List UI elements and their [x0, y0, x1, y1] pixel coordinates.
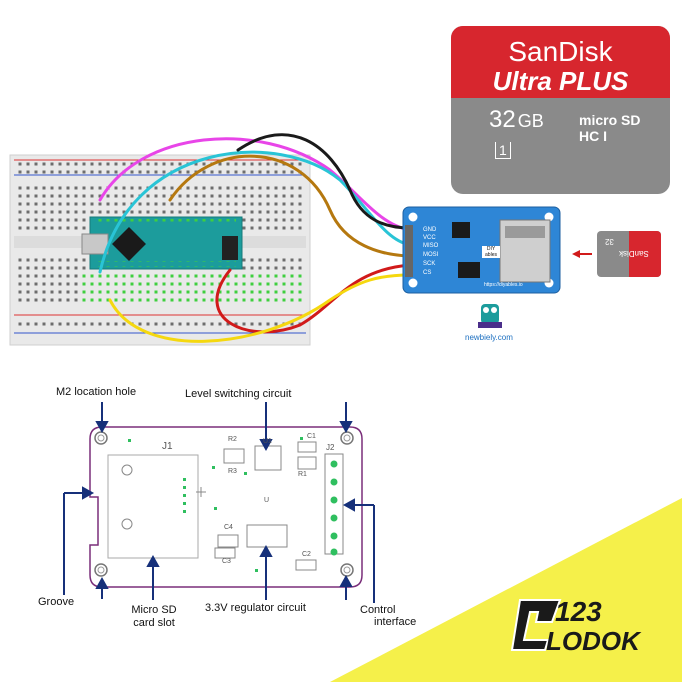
card-brand: SanDisk — [508, 36, 613, 67]
label-control-1: Control — [360, 604, 396, 616]
wire-cyan — [98, 150, 412, 274]
pin-gnd: GND — [423, 227, 437, 233]
silk-c1: C1 — [307, 433, 316, 440]
mini-card-brand: SanDisk — [619, 249, 649, 258]
sd-slot — [107, 454, 206, 559]
sd-card-module — [402, 206, 561, 294]
card-capacity-unit: GB — [517, 111, 544, 131]
j1-pins — [183, 478, 186, 513]
pin-cs: CS — [423, 270, 432, 276]
owl-mascot-icon — [478, 304, 502, 328]
wire-black — [236, 133, 412, 230]
logo-name: LODOK — [546, 626, 640, 656]
label-level-switch: Level switching circuit — [185, 388, 292, 400]
card-format: micro SD HC I — [579, 112, 641, 144]
wire-red — [215, 263, 412, 334]
silk-u: U — [264, 497, 270, 504]
silk-c3: C3 — [222, 558, 231, 565]
j2-pins — [330, 460, 338, 556]
pcb-holes-inner — [97, 434, 351, 574]
annotation-arrows — [63, 402, 375, 603]
card-capacity-number: 32 — [489, 106, 516, 133]
pin-vcc: VCC — [423, 235, 436, 241]
mini-card-red — [629, 231, 661, 277]
logo-number: 123 — [555, 596, 602, 627]
wire-yellow — [108, 273, 412, 343]
silk-c4: C4 — [224, 524, 233, 531]
label-m2-hole: M2 location hole — [56, 386, 137, 398]
card-top-stripe — [451, 26, 670, 98]
silk-r3: R3 — [228, 468, 237, 475]
silk-u1: U1 — [263, 438, 272, 445]
label-sd-slot-1: Micro SD — [131, 604, 177, 616]
wires — [98, 133, 412, 343]
wire-magenta — [98, 137, 412, 232]
misc-pads — [128, 437, 303, 572]
module-url: https://diyables.io — [484, 282, 523, 288]
silk-r2: R2 — [228, 436, 237, 443]
pin-mosi: MOSI — [423, 252, 439, 258]
wire-brown — [168, 154, 412, 258]
mini-sd-card: SanDisk 32 — [597, 231, 661, 277]
brand-logo-mark — [510, 599, 562, 651]
module-logo: DIY ables — [482, 246, 500, 258]
mini-card-capacity: 32 — [605, 237, 614, 246]
logo-background — [330, 498, 682, 682]
silk-c2: C2 — [302, 551, 311, 558]
arduino-nano — [81, 216, 243, 270]
card-line: Ultra PLUS — [492, 66, 629, 96]
site-watermark: newbiely.com — [465, 333, 513, 342]
label-sd-slot-2: card slot — [133, 617, 175, 629]
silk-j2: J2 — [326, 443, 335, 452]
silk-r1: R1 — [298, 471, 307, 478]
components — [214, 441, 344, 571]
label-groove: Groove — [38, 596, 75, 608]
pin-sck: SCK — [423, 261, 436, 267]
silk-j1: J1 — [162, 441, 173, 452]
pin-miso: MISO — [423, 243, 439, 249]
card-speed-class: 1 — [495, 142, 511, 159]
label-control-2: interface — [374, 616, 417, 628]
label-regulator: 3.3V regulator circuit — [205, 602, 306, 614]
